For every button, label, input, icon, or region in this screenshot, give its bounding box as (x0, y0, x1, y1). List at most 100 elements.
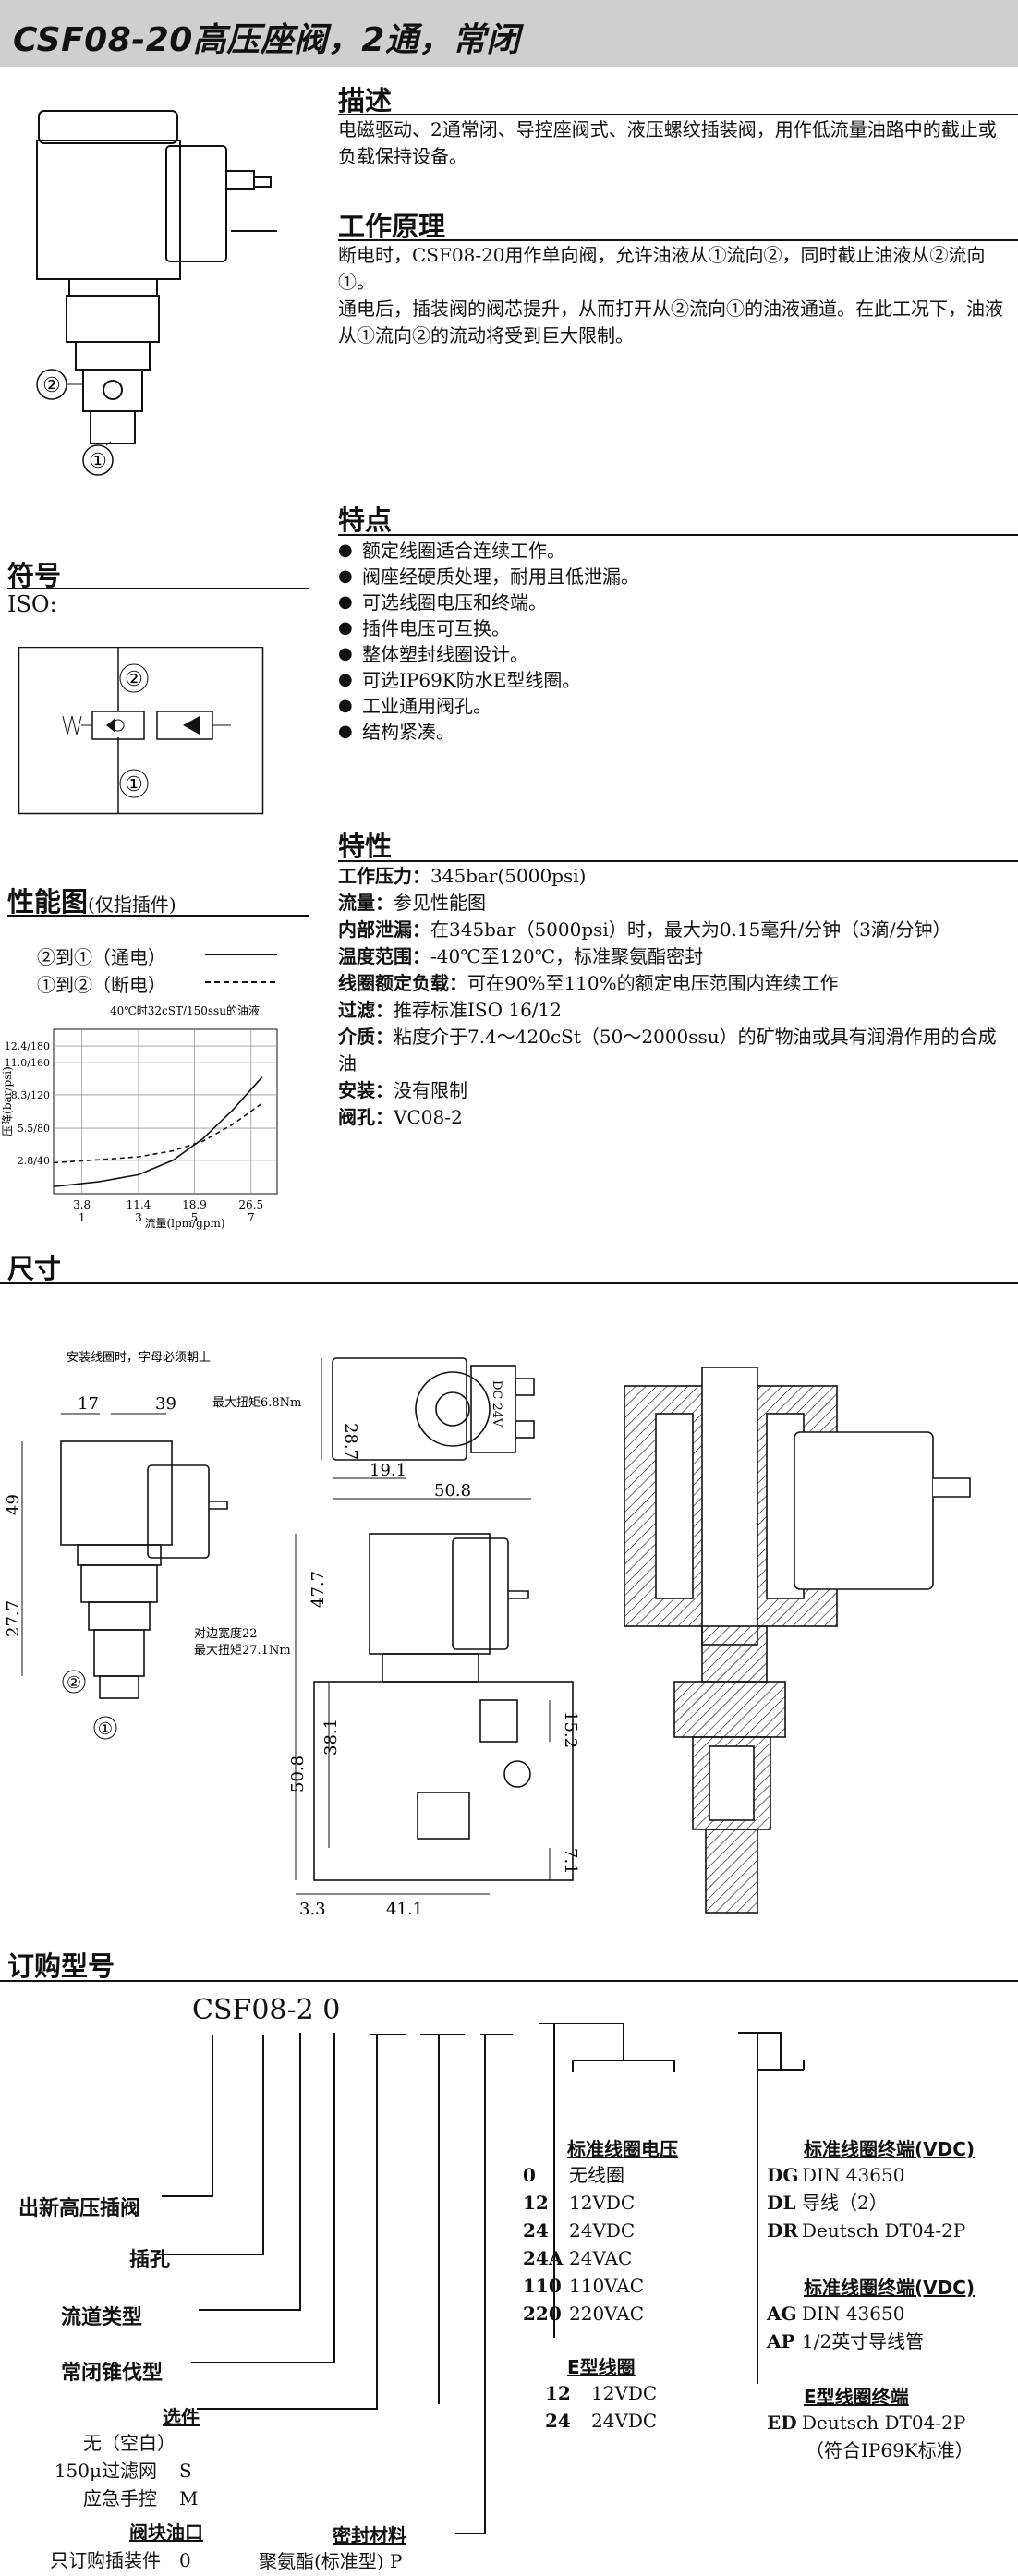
divider (338, 114, 1018, 115)
dim-17: 17 (78, 1394, 99, 1414)
chart-ytick-label: 8.3/120 (11, 1089, 50, 1101)
property-row: 安装：没有限制 (338, 1079, 467, 1101)
features-list: 额定线圈适合连续工作。 阀座经硬质处理，耐用且低泄漏。 可选线圈电压和终端。 插… (338, 538, 1012, 745)
divider (0, 1282, 1018, 1284)
ordering-diagram (157, 2023, 805, 2534)
feature-item: 结构紧凑。 (338, 719, 1012, 745)
chart-series-deenergized (53, 1102, 263, 1164)
chart-xlabel: 流量(lpm/gpm) (144, 1217, 224, 1230)
chart-ytick-label: 5.5/80 (18, 1123, 50, 1135)
property-row: 阀孔：VC08-2 (338, 1106, 463, 1128)
term-dc-heading: 标准线圈终端(VDC) (804, 2138, 976, 2160)
dim-27-7: 27.7 (4, 1600, 23, 1637)
chart-xtick-sublabel: 1 (79, 1211, 86, 1224)
term-e-heading: E型线圈终端 (804, 2386, 909, 2408)
dim-19-1: 19.1 (370, 1461, 406, 1480)
dim-41-1: 41.1 (386, 1900, 423, 1919)
principle-p2: 通电后，插装阀的阀芯提升，从而打开从②流向①的油液通道。在此工况下，油液从①流向… (338, 298, 1003, 346)
dim-torque: 最大扭矩6.8Nm (212, 1396, 301, 1410)
title-bar (0, 0, 1018, 67)
legend-dashed: ①到②（断电） (37, 970, 166, 997)
principle-heading: 工作原理 (338, 211, 446, 242)
seal-heading: 密封材料 (333, 2524, 406, 2546)
dim-28-7: 28.7 (341, 1423, 360, 1460)
property-row: 温度范围：-40℃至120℃，标准聚氨酯密封 (338, 945, 704, 967)
iso-symbol: ② ① (18, 647, 264, 815)
dim-47-7: 47.7 (309, 1571, 328, 1608)
description-heading: 描述 (338, 85, 393, 116)
legend-solid-swatch (205, 954, 277, 955)
property-row: 线圈额定负载：可在90%至110%的额定电压范围内连续工作 (338, 972, 839, 994)
page-title: CSF08-20高压座阀，2通，常闭 (13, 21, 520, 59)
port-row-code: 0 (179, 2549, 191, 2571)
dimension-drawings: 安装线圈时，字母必须朝上 最大扭矩6.8Nm 对边宽度22 最大扭矩27.1Nm… (4, 1351, 580, 1919)
divider (338, 534, 1018, 536)
feature-item: 额定线圈适合连续工作。 (338, 538, 1012, 564)
chart-ytick-label: 11.0/160 (5, 1057, 50, 1069)
divider (338, 239, 1018, 241)
chart-title: 40℃时32cST/150ssu的油液 (110, 1003, 260, 1017)
symbol-port1: ① (125, 773, 143, 796)
e-coil-heading: E型线圈 (567, 2356, 636, 2378)
chart-frame (53, 1028, 278, 1195)
dim-50-8: 50.8 (434, 1481, 471, 1501)
chart-xtick-sublabel: 7 (248, 1211, 255, 1224)
iso-label: ISO: (7, 591, 57, 617)
dim-note: 安装线圈时，字母必须朝上 (67, 1351, 211, 1365)
seal-row: 聚氨酯(标准型) P (259, 2550, 403, 2572)
order-label-3: 常闭锥伐型 (61, 2362, 164, 2385)
symbol-heading: 符号 (7, 560, 62, 591)
feature-item: 阀座经硬质处理，耐用且低泄漏。 (338, 564, 1012, 589)
property-row: 流量：参见性能图 (338, 892, 486, 914)
dim-49: 49 (4, 1494, 23, 1515)
order-label-2: 流道类型 (61, 2306, 143, 2329)
chart-ylabel: 压降(bar/psi) (1, 1066, 14, 1136)
dim-hex-note1: 对边宽度22 (194, 1626, 258, 1641)
dim-15-2: 15.2 (561, 1711, 580, 1748)
performance-heading: 性能图 (7, 886, 89, 917)
dim-50-8b: 50.8 (288, 1756, 308, 1792)
chart-ytick-label: 2.8/40 (18, 1155, 50, 1167)
divider (338, 860, 1018, 862)
feature-item: 插件电压可互换。 (338, 615, 1012, 641)
legend-dashed-swatch (205, 981, 277, 983)
coil-label: DC 24V (490, 1380, 503, 1428)
dim-port2: ② (67, 1673, 81, 1693)
performance-chart: 40℃时32cST/150ssu的油液 压降(bar/psi) 流量(lpm/g… (1, 1003, 278, 1230)
property-row: 过滤：推荐标准ISO 16/12 (338, 999, 562, 1021)
seal-block: 密封材料 聚氨酯(标准型) P (259, 2521, 406, 2575)
features-heading: 特点 (338, 504, 393, 536)
divider (0, 1980, 1018, 1982)
symbol-port2: ② (125, 668, 143, 691)
property-row: 内部泄漏：在345bar（5000psi）时，最大为0.15毫升/分钟（3滴/分… (338, 918, 951, 941)
chart-xtick-sublabel: 3 (135, 1211, 142, 1224)
property-row: 介质：粘度介于7.4～420cSt（50～2000ssu）的矿物油或具有润滑作用… (338, 1026, 997, 1075)
dimensions-heading: 尺寸 (7, 1253, 62, 1284)
valve-illustration: ② ① (36, 110, 277, 476)
photo-port1: ① (89, 450, 107, 473)
legend-solid-label: ②到①（通电） (37, 946, 166, 968)
order-code: CSF08-2 0 (192, 1994, 341, 2026)
order-label-1: 插孔 (129, 2249, 171, 2272)
options-heading: 选件 (163, 2406, 200, 2428)
principle-p1: 断电时，CSF08-20用作单向阀，允许油液从①流向②，同时截止油液从②流向①。 (338, 244, 986, 293)
dim-port1: ① (98, 1719, 113, 1739)
legend-dashed-label: ①到②（断电） (37, 974, 166, 996)
ports-rows: 只订购插装件 0 (4, 2546, 216, 2572)
chart-xtick-label: 3.8 (73, 1198, 91, 1211)
order-label-0: 出新高压插阀 (18, 2197, 141, 2220)
chart-series-energized (53, 1076, 263, 1188)
feature-item: 整体塑封线圈设计。 (338, 641, 1012, 667)
ports-heading: 阀块油口 (129, 2521, 203, 2544)
term-ac-heading: 标准线圈终端(VDC) (804, 2277, 976, 2299)
port-row-name: 只订购插装件 (50, 2549, 161, 2571)
feature-item: 可选IP69K防水E型线圈。 (338, 667, 1012, 693)
chart-xtick-label: 26.5 (238, 1198, 263, 1211)
